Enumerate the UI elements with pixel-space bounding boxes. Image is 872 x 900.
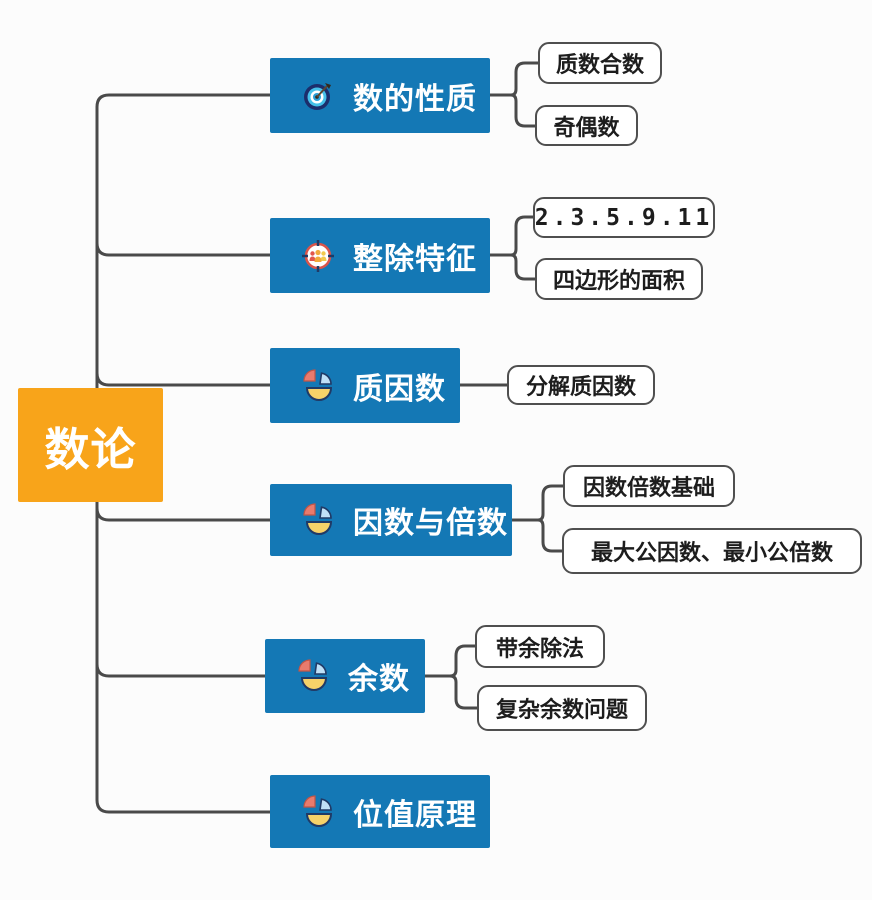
- branch-label: 因数与倍数: [353, 506, 508, 541]
- branch-node-factors-multiples[interactable]: 因数与倍数: [270, 484, 512, 556]
- leaf-node-quadrilateral-area[interactable]: 四边形的面积: [535, 258, 703, 300]
- pie-chart-icon: [293, 656, 333, 696]
- leaf-node-divisor-list[interactable]: 2.3.5.9.11: [533, 197, 715, 238]
- branch-node-prime-factors[interactable]: 质因数: [270, 348, 460, 423]
- leaf-node-odd-even[interactable]: 奇偶数: [535, 105, 638, 146]
- branch-node-number-properties[interactable]: 数的性质: [270, 58, 490, 133]
- target-people-icon: [298, 236, 338, 276]
- branch-label: 质因数: [353, 371, 446, 407]
- leaf-node-gcf-lcm[interactable]: 最大公因数、最小公倍数: [562, 528, 862, 574]
- branch-label: 整除特征: [353, 241, 477, 277]
- dartboard-icon: [298, 76, 338, 116]
- pie-chart-icon: [298, 500, 338, 540]
- leaf-node-division-with-remainder[interactable]: 带余除法: [475, 625, 605, 668]
- leaf-node-factor-multiple-basics[interactable]: 因数倍数基础: [563, 465, 735, 507]
- leaf-node-prime-composite[interactable]: 质数合数: [538, 42, 662, 84]
- pie-chart-icon: [298, 792, 338, 832]
- pie-chart-icon: [298, 366, 338, 406]
- leaf-node-complex-remainder-problems[interactable]: 复杂余数问题: [477, 685, 647, 731]
- branch-node-remainders[interactable]: 余数: [265, 639, 425, 713]
- branch-label: 数的性质: [353, 81, 477, 117]
- branch-label: 位值原理: [353, 797, 477, 833]
- root-node-number-theory[interactable]: 数论: [18, 388, 163, 502]
- branch-node-divisibility-rules[interactable]: 整除特征: [270, 218, 490, 293]
- leaf-node-prime-factorization[interactable]: 分解质因数: [507, 365, 655, 405]
- branch-node-place-value[interactable]: 位值原理: [270, 775, 490, 848]
- branch-label: 余数: [348, 662, 410, 697]
